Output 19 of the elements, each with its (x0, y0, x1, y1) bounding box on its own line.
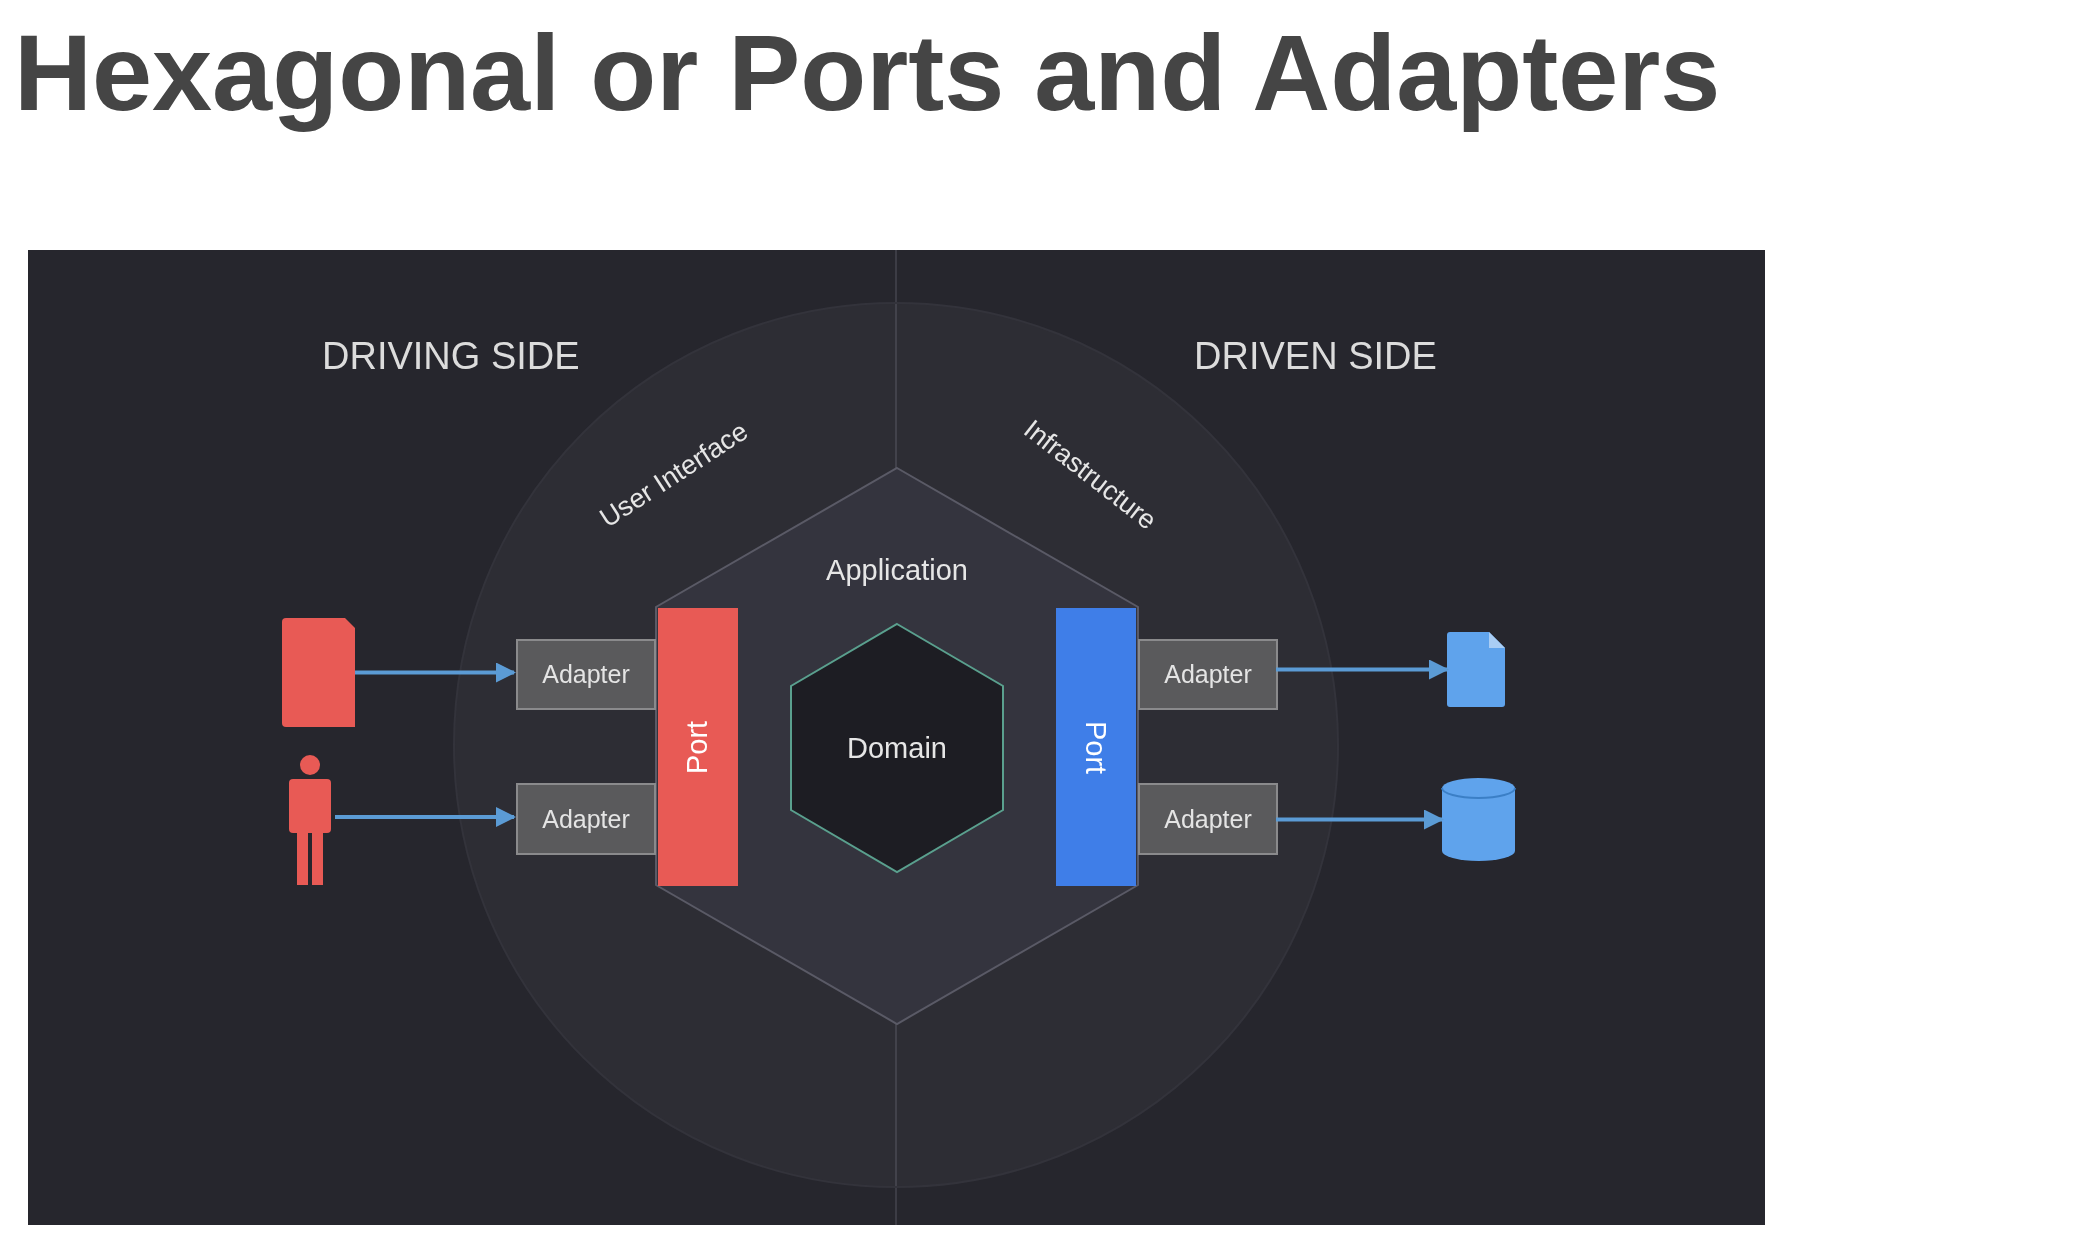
arrow (355, 662, 516, 683)
arrow (1276, 809, 1444, 830)
database-icon (1442, 778, 1515, 861)
adapter-box: Adapter (1138, 783, 1278, 855)
port-label: Port (1079, 720, 1113, 774)
hexagon-label: Domain (847, 731, 947, 765)
document-icon (1447, 632, 1505, 707)
side-heading: DRIVING SIDE (322, 335, 580, 378)
adapter-box: Adapter (516, 639, 656, 710)
domain-hexagon (791, 624, 1003, 872)
side-heading: DRIVEN SIDE (1194, 335, 1437, 378)
diagram-title: Hexagonal or Ports and Adapters (14, 11, 1721, 135)
arrow (335, 807, 516, 827)
tablet-icon (282, 618, 355, 727)
arrow (1276, 659, 1449, 680)
hexagon-label: Application (826, 554, 968, 587)
adapter-box: Adapter (516, 783, 656, 855)
port-label: Port (681, 720, 715, 774)
adapter-box: Adapter (1138, 639, 1278, 710)
